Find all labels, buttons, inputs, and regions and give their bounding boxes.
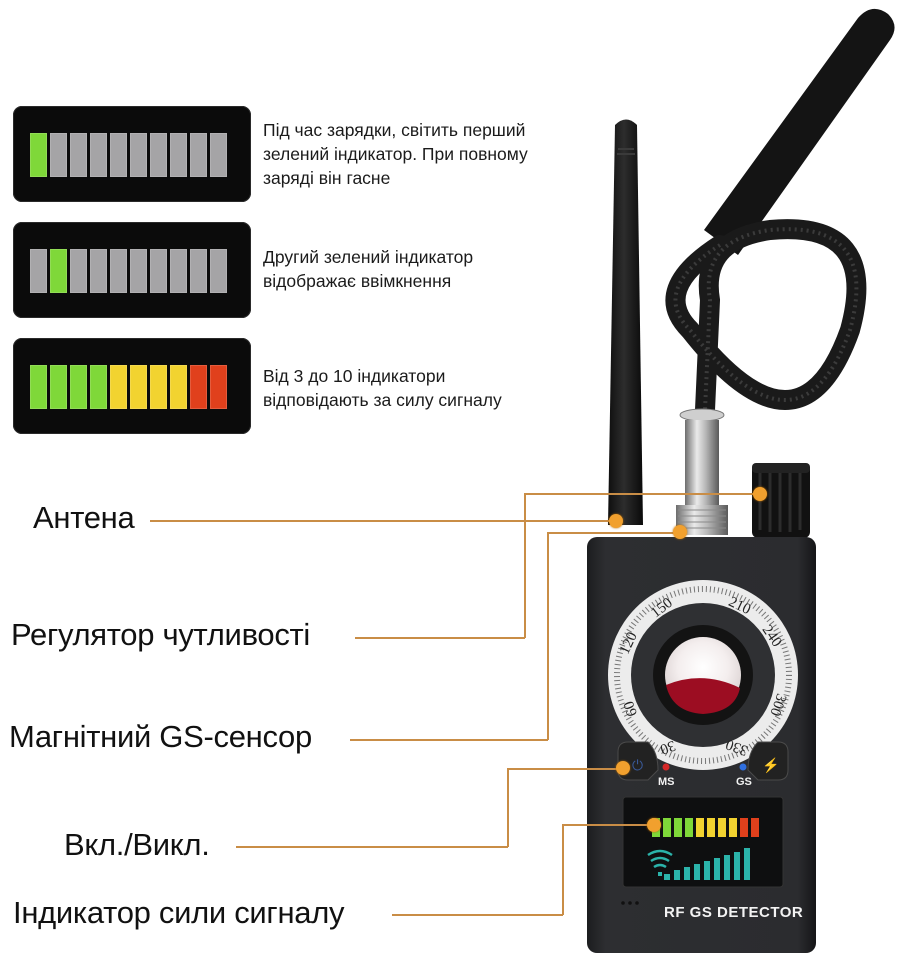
- text-line: зелений індикатор. При повному: [263, 144, 528, 164]
- callout-dot-signal: [647, 818, 661, 832]
- label-sensitivity-knob: Регулятор чутливості: [11, 617, 311, 652]
- led-3: [70, 365, 87, 409]
- antenna: [608, 119, 643, 525]
- led-9: [190, 365, 207, 409]
- led-4: [90, 249, 107, 293]
- gs-label: GS: [736, 776, 752, 788]
- callout-line-gs-sensor: [547, 532, 549, 740]
- device-body: ⏻ ⚡: [587, 537, 816, 953]
- gooseneck-probe: [665, 8, 895, 420]
- led-2: [50, 365, 67, 409]
- callout-line-knob: [355, 637, 525, 639]
- led-4: [90, 133, 107, 177]
- led-1: [30, 133, 47, 177]
- callout-line-signal: [392, 914, 563, 916]
- callout-dot-antenna: [609, 514, 623, 528]
- callout-line-knob: [524, 493, 526, 638]
- svg-text:⏻: ⏻: [632, 757, 643, 773]
- legend-signal-text: Від 3 до 10 індикатори відповідають за с…: [263, 364, 502, 412]
- text-line: Другий зелений індикатор: [263, 247, 474, 267]
- text-line: Від 3 до 10 індикатори: [263, 366, 446, 386]
- callout-line-power: [507, 768, 625, 770]
- svg-text:⚡: ⚡: [762, 757, 779, 774]
- callout-dot-gs-sensor: [673, 525, 687, 539]
- led-legend-charging: [13, 106, 251, 202]
- callout-line-power: [236, 846, 508, 848]
- ms-label: MS: [658, 776, 675, 788]
- sensitivity-knob: [752, 463, 810, 538]
- text-line: заряді він гасне: [263, 168, 391, 188]
- led-7: [150, 365, 167, 409]
- callout-dot-knob: [753, 487, 767, 501]
- led-9: [190, 133, 207, 177]
- callout-line-knob: [524, 493, 764, 495]
- led-row: [30, 365, 227, 409]
- legend-charging-text: Під час зарядки, світить перший зелений …: [263, 118, 528, 190]
- led-10: [210, 249, 227, 293]
- led-2: [50, 249, 67, 293]
- led-2: [50, 133, 67, 177]
- led-8: [170, 133, 187, 177]
- callout-line-power: [507, 768, 509, 847]
- led-5: [110, 249, 127, 293]
- led-legend-signal-strength: [13, 338, 251, 434]
- callout-dot-power: [616, 761, 630, 775]
- led-row: [30, 249, 227, 293]
- callout-line-signal: [562, 824, 658, 826]
- callout-line-signal: [562, 824, 564, 915]
- led-8: [170, 365, 187, 409]
- probe-connector: [676, 408, 728, 535]
- led-4: [90, 365, 107, 409]
- label-antenna: Антена: [33, 500, 135, 535]
- text-line: відповідають за силу сигналу: [263, 390, 502, 410]
- led-10: [210, 365, 227, 409]
- callout-line-gs-sensor: [350, 739, 548, 741]
- label-magnetic-sensor: Магнітний GS-сенсор: [9, 719, 312, 754]
- led-7: [150, 249, 167, 293]
- screen-signal-bars: [647, 848, 750, 880]
- legend-power-on-text: Другий зелений індикатор відображає ввім…: [263, 245, 473, 293]
- led-1: [30, 365, 47, 409]
- led-6: [130, 249, 147, 293]
- label-signal-indicator: Індикатор сили сигналу: [13, 895, 345, 930]
- led-3: [70, 249, 87, 293]
- led-8: [170, 249, 187, 293]
- led-10: [210, 133, 227, 177]
- led-6: [130, 365, 147, 409]
- led-legend-power-on: [13, 222, 251, 318]
- led-row: [30, 133, 227, 177]
- text-line: відображає ввімкнення: [263, 271, 452, 291]
- led-6: [130, 133, 147, 177]
- text-line: Під час зарядки, світить перший: [263, 120, 526, 140]
- callout-line-antenna: [150, 520, 620, 522]
- model-label: RF GS DETECTOR: [664, 904, 804, 921]
- led-9: [190, 249, 207, 293]
- led-1: [30, 249, 47, 293]
- label-power-button: Вкл./Викл.: [64, 827, 210, 862]
- led-5: [110, 133, 127, 177]
- led-3: [70, 133, 87, 177]
- led-7: [150, 133, 167, 177]
- callout-line-gs-sensor: [547, 532, 682, 534]
- led-5: [110, 365, 127, 409]
